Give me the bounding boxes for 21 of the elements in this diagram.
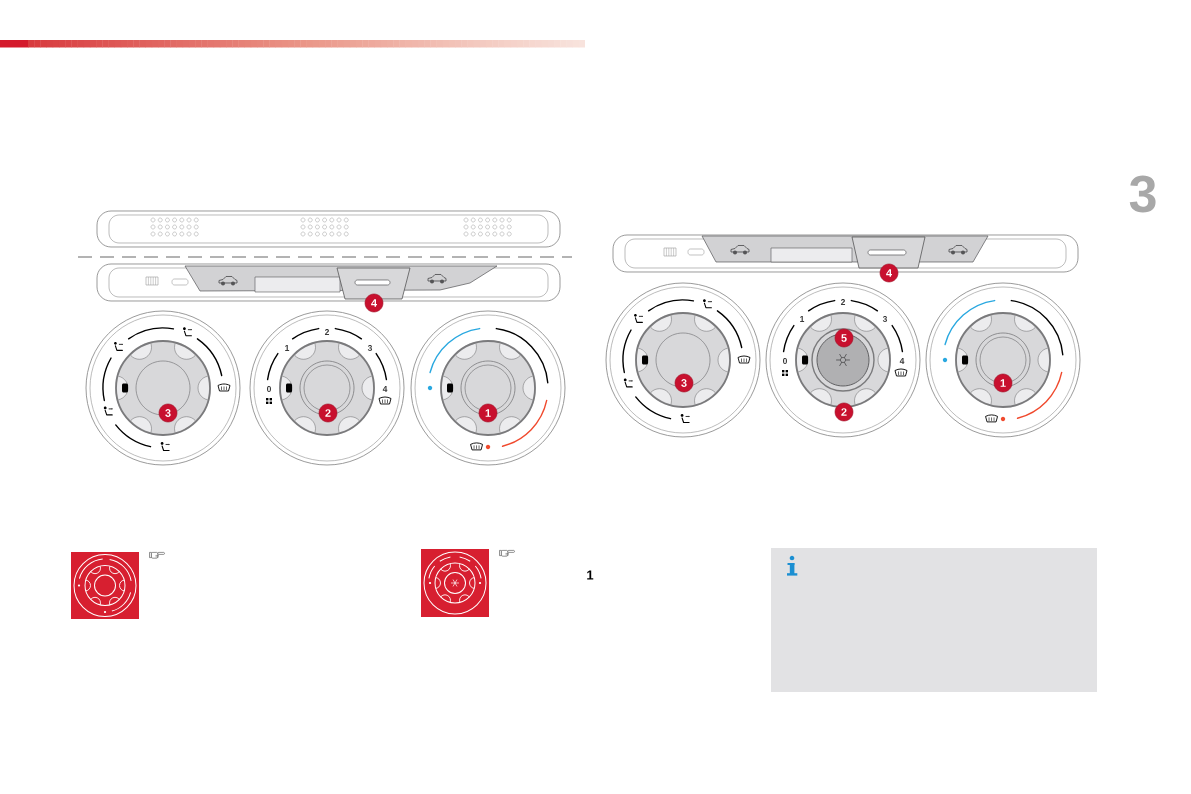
chapter-number: 3 [1129, 175, 1156, 213]
callout-number: 1 [478, 403, 498, 423]
callout-number: 3 [158, 403, 178, 423]
note-number: 1 [587, 570, 594, 580]
callout-number: 2 [318, 403, 338, 423]
scale-number: 4 [382, 386, 388, 392]
scale-number: 2 [840, 299, 846, 305]
scale-number: 0 [782, 358, 787, 364]
callout-number: 3 [674, 373, 694, 393]
scale-number: 1 [285, 345, 290, 351]
callout-number: 4 [364, 293, 384, 313]
callout-number: 4 [879, 263, 899, 283]
scale-number: 3 [882, 316, 888, 322]
scale-number: 0 [266, 386, 271, 392]
scale-number: 3 [367, 345, 373, 351]
callout-number: 2 [834, 402, 854, 422]
scale-number: 4 [899, 358, 905, 364]
callout-number: 5 [834, 328, 854, 348]
scale-number: 2 [324, 329, 330, 335]
scale-number: 1 [800, 316, 805, 322]
callout-number: 1 [993, 373, 1013, 393]
